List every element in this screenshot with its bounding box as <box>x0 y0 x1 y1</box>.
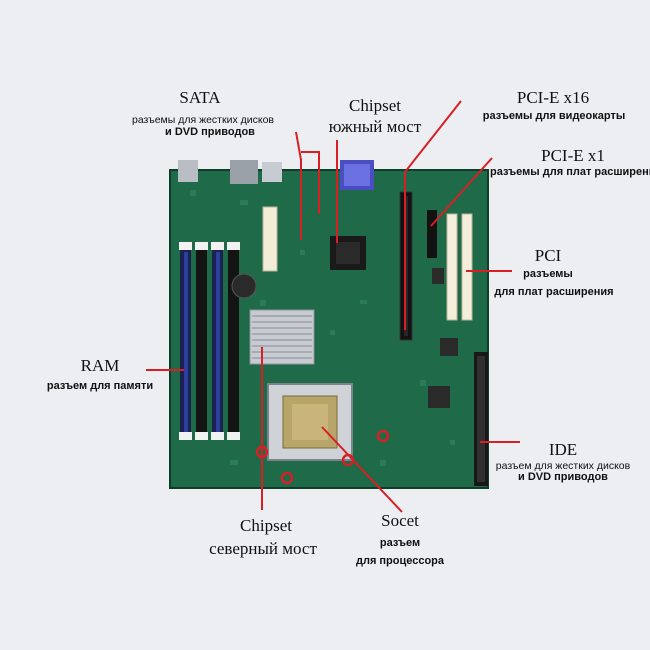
ide-title: IDE <box>548 440 578 459</box>
chipset-south-title: Chipset <box>349 96 401 115</box>
sata-line2: и DVD приводов <box>165 126 255 138</box>
sata-title: SATA <box>179 88 221 107</box>
ide-line2: и DVD приводов <box>518 471 608 483</box>
socket-line2: для процессора <box>355 555 445 567</box>
ram-slot <box>179 242 240 440</box>
pcie1-title: PCI-E x1 <box>541 146 605 165</box>
heatsink <box>249 309 315 365</box>
pcie16-subtitle: разъемы для видеокарты <box>482 110 626 122</box>
pointer-lines <box>146 100 520 513</box>
pci-title: PCI <box>534 246 562 265</box>
pcie1-subtitle: разъемы для плат расширения <box>490 166 650 178</box>
chipset-north-title: Chipset <box>240 516 292 535</box>
ide-connector <box>474 352 488 486</box>
socket-line1: разъем <box>379 537 421 549</box>
cpu-socket <box>267 383 353 461</box>
chipset-north-subtitle: северный мост <box>209 539 317 558</box>
ide-line1: разъем для жестких дисков <box>495 460 631 472</box>
chipset-south-subtitle: южный мост <box>328 117 422 136</box>
pcie16-title: PCI-E x16 <box>516 88 590 107</box>
pci-line1: разъемы <box>523 268 573 280</box>
sata-line1: разъемы для жестких дисков <box>131 114 274 126</box>
ram-title: RAM <box>80 356 120 375</box>
pci-line2: для плат расширения <box>494 286 614 298</box>
pci-slot <box>446 213 473 321</box>
ram-subtitle: разъем для памяти <box>46 380 154 392</box>
socket-title: Socet <box>381 511 419 530</box>
